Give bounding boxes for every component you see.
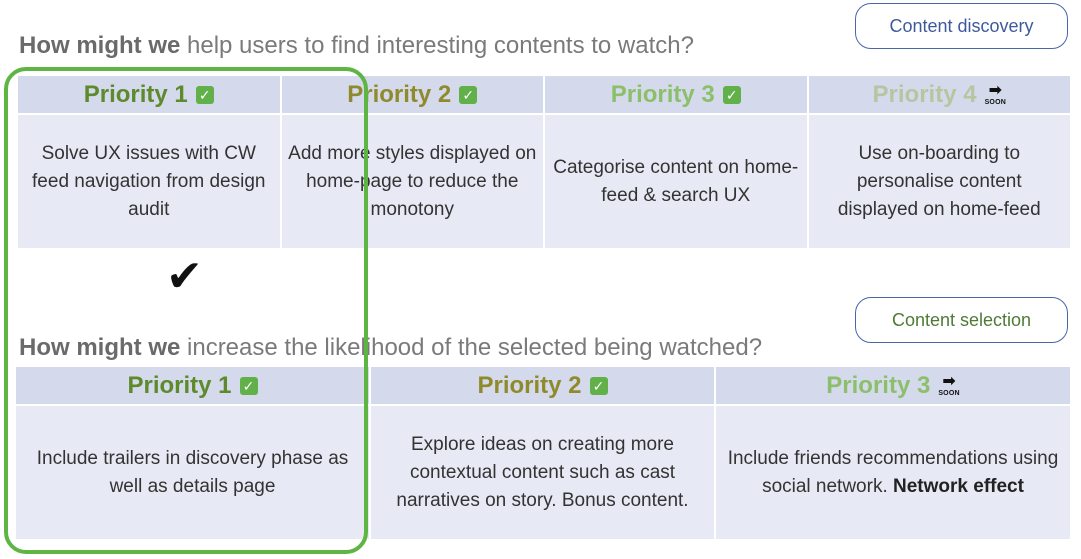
check-icon: ✓ — [722, 85, 741, 104]
hmw-text: help users to find interesting contents … — [180, 32, 694, 59]
content-discovery-tag: Content discovery — [855, 3, 1068, 49]
soon-arrow-icon: ➡SOON — [938, 373, 960, 398]
check-icon: ✓ — [589, 376, 608, 395]
soon-arrow-icon: ➡SOON — [984, 82, 1006, 107]
priority-header: Priority 1 ✓ — [16, 367, 369, 404]
hmw-text: increase the likelihood of the selected … — [180, 334, 763, 361]
hmw-question-selection: How might we increase the likelihood of … — [19, 334, 762, 362]
priority-body: Include friends recommendations using so… — [716, 406, 1070, 539]
priority-body: Categorise content on home-feed & search… — [545, 115, 807, 248]
priority-label: Priority 4 — [872, 80, 977, 108]
priority-label: Priority 2 — [477, 371, 582, 399]
hmw-question-discovery: How might we help users to find interest… — [19, 32, 694, 60]
check-icon: ✓ — [459, 85, 478, 104]
priority-header: Priority 2 ✓ — [371, 367, 714, 404]
priority-header: Priority 3 ✓ — [545, 76, 807, 113]
content-selection-tag: Content selection — [855, 297, 1068, 343]
priority-label: Priority 3 — [826, 371, 931, 399]
priority-body: Solve UX issues with CW feed navigation … — [18, 115, 280, 248]
priority-body: Use on-boarding to personalise content d… — [808, 115, 1070, 248]
priority-body: Explore ideas on creating more contextua… — [371, 406, 714, 539]
priority-header: Priority 1 ✓ — [18, 76, 280, 113]
priority-header: Priority 4 ➡SOON — [808, 76, 1070, 113]
hmw-bold: How might we — [19, 32, 181, 59]
check-icon: ✓ — [195, 85, 214, 104]
priority-table-discovery: Priority 1 ✓ Priority 2 ✓ Priority 3 ✓ Prio… — [18, 76, 1070, 248]
handwritten-checkmark-icon: ✔ — [166, 252, 203, 301]
priority-label: Priority 1 — [83, 80, 188, 108]
priority-body: Add more styles displayed on home-page t… — [281, 115, 543, 248]
priority-header: Priority 3 ➡SOON — [716, 367, 1070, 404]
hmw-bold: How might we — [19, 334, 181, 361]
network-effect-emphasis: Network effect — [893, 475, 1024, 497]
body-text: Include friends recommendations using so… — [727, 447, 1059, 497]
priority-label: Priority 2 — [347, 80, 452, 108]
check-icon: ✓ — [239, 376, 258, 395]
priority-table-selection: Priority 1 ✓ Priority 2 ✓ Priority 3 ➡SOON… — [16, 367, 1070, 539]
priority-label: Priority 1 — [127, 371, 232, 399]
priority-body: Include trailers in discovery phase as w… — [16, 406, 369, 539]
priority-header: Priority 2 ✓ — [281, 76, 543, 113]
priority-label: Priority 3 — [610, 80, 715, 108]
